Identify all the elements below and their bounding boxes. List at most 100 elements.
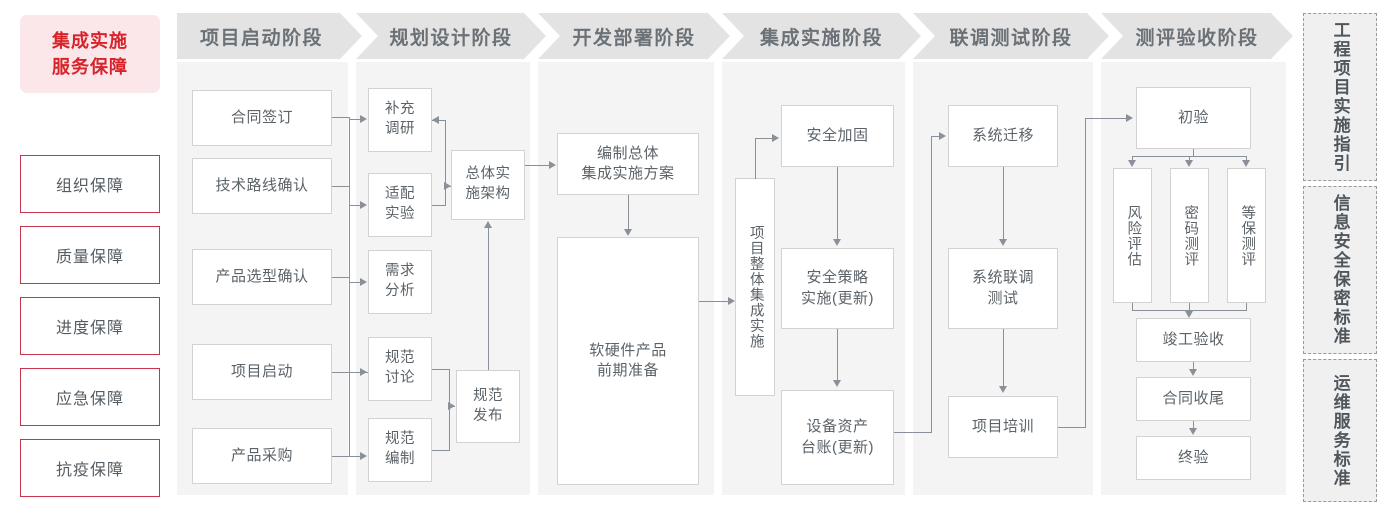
guarantee-item-quality[interactable]: 质量保障 [20, 226, 160, 284]
connector-split-mid-drop [1189, 156, 1191, 162]
node-label: 项目培训 [971, 417, 1034, 435]
connector-joint-test-to-training [1003, 329, 1005, 387]
connector-spec-drafting-to-merge [432, 450, 450, 452]
connector-policy-to-asset-ledger [837, 329, 839, 381]
arrowhead-to-spec-discussion [360, 368, 367, 376]
connector-spec-release-to-architecture [488, 228, 490, 370]
node-label: 规范 编制 [385, 431, 415, 467]
connector-split-left-drop [1132, 156, 1134, 162]
node-label: 密码测评 [1182, 204, 1199, 267]
node-label: 适配 实验 [385, 186, 415, 222]
node-adaptation-experiment[interactable]: 适配 实验 [368, 173, 432, 237]
standard-card-ops-service-standard[interactable]: 运维服务标准 [1303, 359, 1377, 502]
node-label: 软硬件产品 前期准备 [589, 341, 667, 379]
arrowhead-to-risk-assessment [1128, 160, 1136, 167]
connector-techroute-to-bus [332, 186, 350, 188]
arrowhead-to-overall-architecture [444, 182, 451, 190]
stage-header-5[interactable]: 联调测试阶段 [913, 13, 1109, 59]
node-completion-acceptance[interactable]: 竣工验收 [1136, 318, 1251, 362]
standard-card-infosec-standard[interactable]: 信息安全保密标准 [1303, 186, 1377, 354]
node-security-hardening[interactable]: 安全加固 [781, 105, 894, 167]
stage-header-6[interactable]: 测评验收阶段 [1101, 13, 1293, 59]
node-label: 产品采购 [230, 446, 293, 464]
node-security-policy-impl[interactable]: 安全策略 实施(更新) [781, 248, 894, 329]
connector-stage5-to-stage6-riser [1085, 118, 1087, 428]
connector-closeout-to-final [1193, 421, 1195, 429]
node-system-joint-test[interactable]: 系统联调 测试 [948, 248, 1058, 329]
standard-card-engineering-guide[interactable]: 工程项目实施指引 [1303, 13, 1377, 181]
node-requirement-analysis[interactable]: 需求 分析 [368, 250, 432, 314]
node-contract-closeout[interactable]: 合同收尾 [1136, 377, 1251, 421]
stage-title: 联调测试阶段 [949, 27, 1073, 49]
arrowhead-to-preliminary-acceptance [1126, 114, 1133, 122]
connector-bus-to-requirement-analysis [349, 282, 361, 284]
guarantee-item-emergency[interactable]: 应急保障 [20, 368, 160, 426]
connector-hardening-to-policy [837, 167, 839, 240]
arrowhead-to-system-migration [939, 132, 946, 140]
guarantee-label: 应急保障 [55, 391, 124, 408]
stage-header-4[interactable]: 集成实施阶段 [722, 13, 921, 59]
arrowhead-to-contract-closeout [1189, 369, 1197, 376]
node-spec-drafting[interactable]: 规范 编制 [368, 418, 432, 482]
node-asset-ledger-update[interactable]: 设备资产 台账(更新) [781, 390, 894, 485]
connector-procurement-to-bus [332, 456, 350, 458]
node-label: 总体实 施架构 [465, 166, 511, 202]
node-spec-release[interactable]: 规范 发布 [456, 370, 520, 443]
connector-asset-ledger-right [894, 432, 932, 434]
connector-bus-to-spec-drafting [349, 456, 361, 458]
connector-training-right [1058, 427, 1086, 429]
node-crypto-evaluation[interactable]: 密码测评 [1170, 168, 1209, 303]
node-supplementary-research[interactable]: 补充 调研 [368, 88, 432, 152]
stage-title: 项目启动阶段 [199, 27, 323, 49]
arrowhead-to-supplementary-research [360, 115, 367, 123]
connector-contract-to-bus [332, 117, 350, 119]
node-project-training[interactable]: 项目培训 [948, 396, 1058, 458]
node-project-kickoff[interactable]: 项目启动 [192, 344, 332, 400]
stage-header-2[interactable]: 规划设计阶段 [356, 13, 546, 59]
node-preliminary-acceptance[interactable]: 初验 [1136, 87, 1251, 149]
guarantee-item-organization[interactable]: 组织保障 [20, 155, 160, 213]
arrowhead-to-security-policy [833, 239, 841, 246]
node-label: 安全策略 实施(更新) [801, 269, 874, 307]
arrowhead-to-asset-ledger [833, 380, 841, 387]
node-overall-project-integration[interactable]: 项目整体集成实施 [735, 178, 775, 396]
node-label: 系统迁移 [971, 126, 1034, 144]
node-mlps-evaluation[interactable]: 等保测评 [1227, 168, 1266, 303]
stage-title: 集成实施阶段 [759, 27, 883, 49]
node-label: 初验 [1177, 108, 1209, 126]
connector-stage4-to-stage5-riser [931, 136, 933, 433]
connector-crypto-down [1189, 303, 1191, 311]
node-label: 规范 讨论 [385, 350, 415, 386]
hero-title-card: 集成实施 服务保障 [20, 15, 160, 93]
node-product-procurement[interactable]: 产品采购 [192, 428, 332, 484]
connector-integration-to-hardening [755, 138, 773, 140]
arrowhead-to-completion-acceptance [1185, 311, 1193, 318]
guarantee-item-epidemic[interactable]: 抗疫保障 [20, 439, 160, 497]
node-label: 风险评估 [1125, 204, 1142, 267]
node-label: 合同收尾 [1162, 389, 1225, 407]
node-risk-assessment[interactable]: 风险评估 [1113, 168, 1152, 303]
arrowhead-to-security-hardening [772, 134, 779, 142]
node-contract-signing[interactable]: 合同签订 [192, 90, 332, 146]
connector-spec-merge-bus [449, 369, 451, 451]
node-label: 需求 分析 [385, 263, 415, 299]
node-label: 竣工验收 [1162, 330, 1225, 348]
stage-header-1[interactable]: 项目启动阶段 [177, 13, 362, 59]
node-hw-sw-preparation[interactable]: 软硬件产品 前期准备 [557, 237, 699, 485]
connector-mlps-down [1246, 303, 1248, 311]
node-label: 等保测评 [1239, 204, 1256, 267]
guarantee-item-schedule[interactable]: 进度保障 [20, 297, 160, 355]
node-system-migration[interactable]: 系统迁移 [948, 105, 1058, 167]
node-overall-integration-plan[interactable]: 编制总体 集成实施方案 [557, 133, 699, 195]
node-final-acceptance[interactable]: 终验 [1136, 436, 1251, 480]
connector-plan-to-hwsw-prep [628, 195, 630, 230]
node-product-selection-confirm[interactable]: 产品选型确认 [192, 249, 332, 305]
guarantee-label: 质量保障 [55, 249, 124, 266]
node-tech-route-confirm[interactable]: 技术路线确认 [192, 158, 332, 214]
connector-integration-up [755, 138, 757, 179]
node-spec-discussion[interactable]: 规范 讨论 [368, 337, 432, 401]
node-label: 规范 发布 [473, 387, 503, 424]
node-overall-implementation-architecture[interactable]: 总体实 施架构 [451, 150, 525, 220]
stage-header-3[interactable]: 开发部署阶段 [538, 13, 730, 59]
connector-productsel-to-bus [332, 277, 350, 279]
